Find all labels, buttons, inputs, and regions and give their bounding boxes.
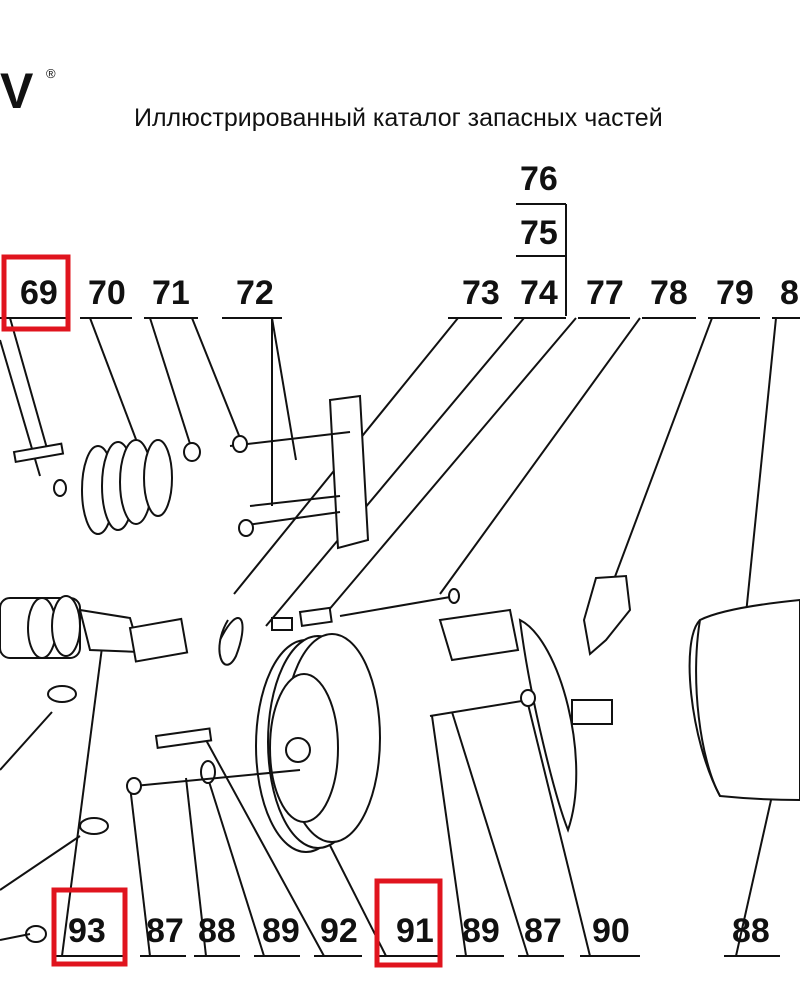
highlight-boxes — [1, 254, 443, 968]
callout-label-69: 69 — [20, 274, 58, 312]
highlight-box-91 — [374, 878, 443, 968]
callout-label-80-partial: 8 — [780, 274, 799, 312]
callout-label-70: 70 — [88, 274, 126, 312]
callout-label-88-right: 88 — [732, 912, 770, 950]
callout-label-77: 77 — [586, 274, 624, 312]
callout-label-90: 90 — [592, 912, 630, 950]
callout-label-78: 78 — [650, 274, 688, 312]
parts-drawing — [0, 394, 800, 943]
callout-label-74: 74 — [520, 274, 558, 312]
callout-label-89: 89 — [262, 912, 300, 950]
callout-labels: 76 75 74 69 70 71 72 73 77 78 79 8 93 87… — [20, 160, 799, 950]
callout-label-89-right: 89 — [462, 912, 500, 950]
callout-label-93: 93 — [68, 912, 106, 950]
callout-label-87-right: 87 — [524, 912, 562, 950]
leader-lines — [0, 203, 800, 957]
callout-label-75: 75 — [520, 214, 558, 252]
callout-label-71: 71 — [152, 274, 190, 312]
highlight-box-93 — [51, 887, 128, 967]
highlight-box-69 — [1, 254, 71, 332]
callout-label-73: 73 — [462, 274, 500, 312]
callout-label-72: 72 — [236, 274, 274, 312]
callout-label-87: 87 — [146, 912, 184, 950]
callout-label-88: 88 — [198, 912, 236, 950]
registered-mark: ® — [46, 66, 56, 81]
callout-label-79: 79 — [716, 274, 754, 312]
page-title: Иллюстрированный каталог запасных частей — [134, 104, 663, 132]
callout-label-91: 91 — [396, 912, 434, 950]
callout-label-76: 76 — [520, 160, 558, 198]
brand-logo: V — [0, 63, 33, 119]
callout-label-92: 92 — [320, 912, 358, 950]
